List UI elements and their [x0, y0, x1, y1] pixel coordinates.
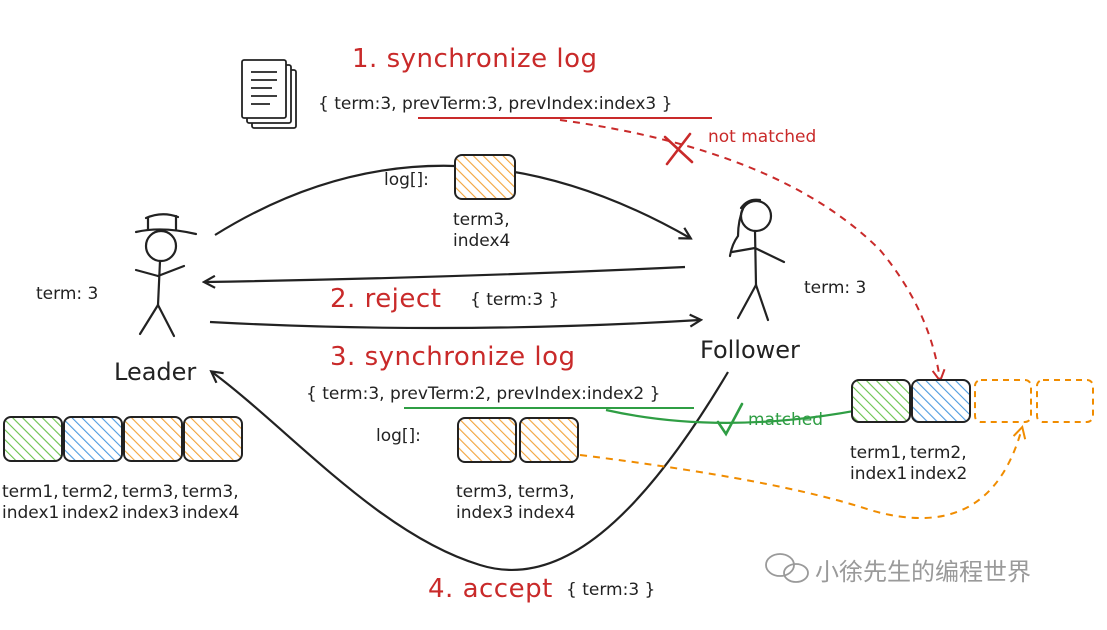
- log-cell: [911, 379, 971, 423]
- wechat-icon: [765, 553, 809, 583]
- log-cell: [63, 416, 123, 462]
- log-cell: [3, 416, 63, 462]
- matched-label: matched: [748, 410, 824, 430]
- log-cell-term: term3,: [453, 210, 510, 230]
- step-1-title: 1. synchronize log: [352, 44, 598, 74]
- log-cell-label: term3,index4: [182, 482, 239, 524]
- log-cell-index: index4: [453, 231, 511, 251]
- log-cell-term: term3,: [456, 482, 513, 502]
- follower-empty-slots: [974, 379, 1094, 423]
- log-cell-label: term1,index1: [850, 443, 907, 485]
- log-cell-index: index3: [456, 503, 514, 523]
- log-cell: [851, 379, 911, 423]
- log-cell-index: index2: [910, 464, 968, 484]
- msg4-payload: { term:3 }: [566, 580, 656, 600]
- msg3-underlined: prevTerm:2, prevIndex:index2: [389, 384, 645, 404]
- log-cell-label: term2,index2: [62, 482, 119, 524]
- append-dashed-arrow: [579, 428, 1022, 519]
- arrow-accept: [212, 372, 729, 571]
- step-2-title: 2. reject: [330, 284, 442, 314]
- log-cell-term: term3,: [122, 482, 179, 502]
- log-cell-index: index2: [62, 503, 120, 523]
- leader-label: Leader: [114, 358, 197, 386]
- checkmark-icon: [716, 402, 744, 437]
- msg3-payload: { term:3, prevTerm:2, prevIndex:index2 }: [306, 384, 660, 404]
- log-cell-term: term2,: [62, 482, 119, 502]
- log-cell: [457, 417, 517, 463]
- document-stack-icon: [241, 59, 297, 129]
- arrow-synchronize-3: [209, 320, 700, 330]
- watermark: 小徐先生的编程世界: [815, 558, 1031, 586]
- msg1-close: }: [656, 94, 673, 114]
- arrow-reject: [205, 265, 686, 282]
- msg1-log-label: log[]:: [384, 170, 429, 190]
- log-cell: [123, 416, 183, 462]
- leader-log-cells: [3, 416, 243, 462]
- log-cell-term: term2,: [910, 443, 967, 463]
- log-cell: [519, 417, 579, 463]
- follower-log-cells: [851, 379, 971, 423]
- follower-term: term: 3: [804, 278, 867, 298]
- msg3-log-label: log[]:: [376, 426, 421, 446]
- leader-figure-icon: [134, 213, 198, 338]
- log-cell-label: term3,index4: [518, 482, 575, 524]
- step-3-title: 3. synchronize log: [330, 342, 576, 372]
- msg3-open: { term:3,: [306, 384, 390, 404]
- log-cell-term: term3,: [518, 482, 575, 502]
- follower-figure-icon: [728, 198, 786, 322]
- log-cell-term: term1,: [850, 443, 907, 463]
- log-cell-index: index1: [2, 503, 60, 523]
- msg1-open: { term:3,: [318, 94, 402, 114]
- log-cell-label: term3,index3: [122, 482, 179, 524]
- log-cell-term: term3,: [182, 482, 239, 502]
- log-cell-index: index4: [518, 503, 576, 523]
- follower-label: Follower: [700, 336, 800, 364]
- not-matched-x-icon: [663, 132, 694, 166]
- log-cell-index: index3: [122, 503, 180, 523]
- log-cell-index: index4: [182, 503, 240, 523]
- msg1-underlined: prevTerm:3, prevIndex:index3: [401, 94, 657, 114]
- log-cell: [183, 416, 243, 462]
- not-matched-label: not matched: [708, 127, 817, 147]
- leader-term: term: 3: [36, 284, 99, 304]
- log-cell-label: term1,index1: [2, 482, 59, 524]
- log-cell-index: index1: [850, 464, 908, 484]
- msg1-log-cells: [454, 154, 516, 200]
- step-4-title: 4. accept: [428, 574, 553, 604]
- log-cell-label: term3,index3: [456, 482, 513, 524]
- log-cell-label: term3,index4: [453, 210, 510, 252]
- msg3-log-cells: [457, 417, 579, 463]
- log-cell-label: term2,index2: [910, 443, 967, 485]
- msg3-close: }: [644, 384, 661, 404]
- msg1-payload: { term:3, prevTerm:3, prevIndex:index3 }: [318, 94, 672, 114]
- arrow-synchronize-1: [214, 164, 690, 238]
- msg2-payload: { term:3 }: [470, 290, 560, 310]
- log-cell-term: term1,: [2, 482, 59, 502]
- log-cell: [454, 154, 516, 200]
